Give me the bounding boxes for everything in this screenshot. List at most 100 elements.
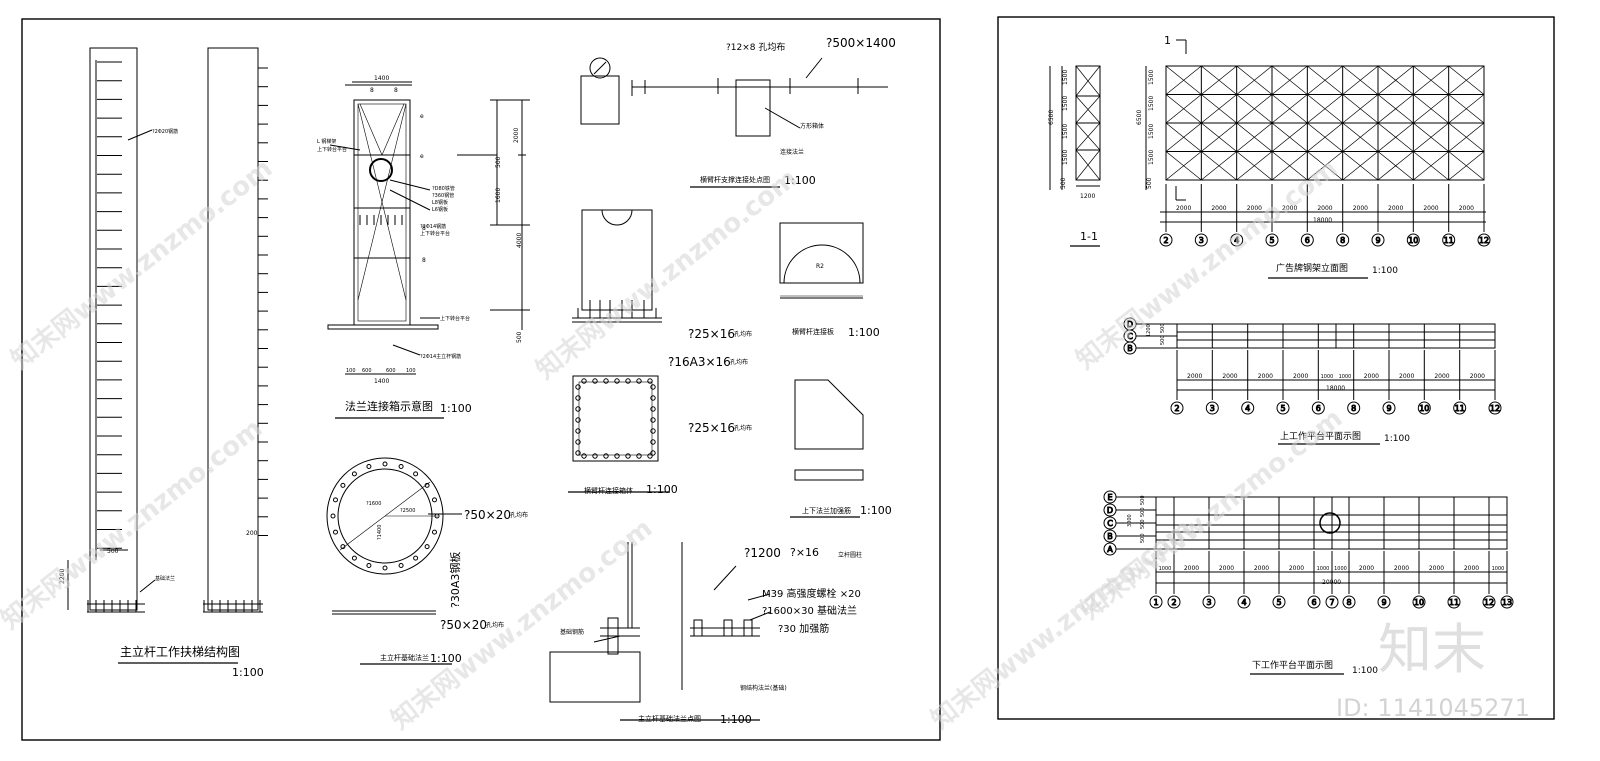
bay-dim: 2000 — [1364, 373, 1379, 380]
flange-mark-4: 8 — [422, 257, 426, 264]
axis-bubble — [1482, 595, 1496, 609]
axis-label: 5 — [1269, 236, 1274, 245]
bay-dim: 2000 — [1317, 205, 1332, 212]
row-label: C — [1107, 519, 1113, 528]
lower-scale: 1:100 — [1352, 666, 1378, 676]
frame-brace — [1448, 65, 1485, 95]
frame-title: 广告牌钢架立面图 — [1276, 262, 1348, 274]
axis-bubble — [1406, 233, 1420, 247]
bolt-hole — [647, 453, 653, 459]
row-bubble — [1103, 529, 1117, 543]
bolt-hole — [650, 439, 656, 445]
axis-bubble — [1477, 233, 1491, 247]
flange-callout-platform2: 上下转台平台 — [420, 230, 450, 237]
frame-brace — [1342, 94, 1379, 124]
bolt-hole — [575, 439, 581, 445]
bay-dim: 1000 — [1492, 566, 1505, 572]
frame-brace — [1307, 151, 1343, 181]
axis-bubble — [1412, 595, 1426, 609]
axis-label: 6 — [1316, 404, 1321, 413]
flange-callout-ladder: L 钢梯架 — [317, 138, 336, 145]
frame-brace — [1165, 122, 1202, 152]
cantilever-size: ?500×1400 — [826, 36, 896, 50]
bay-dim: 2000 — [1459, 205, 1474, 212]
gusset-scale: 1:100 — [860, 504, 892, 517]
frame-brace — [1271, 94, 1308, 124]
upper-title: 上工作平台平面示图 — [1280, 430, 1361, 442]
section-dim-500: 500 — [1060, 177, 1067, 189]
bay-dim: 1000 — [1317, 566, 1330, 572]
lower-title: 下工作平台平面示图 — [1252, 659, 1333, 671]
axis-bubble — [1265, 233, 1279, 247]
axis-label: 8 — [1346, 598, 1351, 607]
section-dim-6500: 6500 — [1048, 110, 1055, 125]
frame-brace — [1201, 151, 1237, 181]
frame-brace — [1165, 151, 1202, 181]
bay-dim: 2000 — [1222, 373, 1237, 380]
flange-dim-4000: 4000 — [516, 233, 523, 248]
bay-dim: 2000 — [1359, 565, 1374, 572]
row-label: A — [1107, 545, 1113, 554]
flange-dim-600a: 600 — [362, 368, 372, 374]
axis-label: 12 — [1484, 598, 1494, 607]
cantilever-scale: 1:100 — [784, 174, 816, 187]
bolt-hole — [614, 453, 620, 459]
circular-flange-title: 主立杆基础法兰 — [380, 653, 429, 662]
axis-label: 11 — [1449, 598, 1459, 607]
bolt-hole — [366, 563, 372, 568]
frame-brace — [1271, 151, 1308, 181]
ladder-title: 主立杆工作扶梯结构图 — [120, 644, 240, 659]
box-holes-side-note: 孔均布 — [734, 424, 752, 432]
bolt-hole — [432, 529, 437, 535]
bolt-hole — [625, 378, 631, 384]
axis-label: 9 — [1386, 404, 1391, 413]
frame-brace — [1377, 94, 1414, 124]
flange-dim-top: 1400 — [374, 75, 389, 82]
bay-dim: 2000 — [1293, 373, 1308, 380]
bolt-hole — [398, 563, 404, 568]
axis-bubble — [1170, 401, 1184, 415]
bolt-hole — [636, 378, 642, 384]
frame-brace — [1413, 94, 1449, 124]
ladder-scale: 1:100 — [232, 666, 264, 679]
ladder-ticks — [258, 67, 268, 536]
watermark-logo: 知末 — [1378, 618, 1486, 681]
axis-bubble — [1382, 401, 1396, 415]
bolt-hole — [398, 464, 404, 469]
bay-dim: 2000 — [1282, 205, 1297, 212]
axis-label: 9 — [1381, 598, 1386, 607]
axis-bubble — [1342, 595, 1356, 609]
flange-hole-note-2: 孔均布 — [486, 621, 504, 629]
foundation-steel: 钢结构法兰(基础) — [740, 684, 787, 692]
axis-label: 4 — [1245, 404, 1250, 413]
gusset-title: 上下法兰加强筋 — [802, 506, 851, 515]
flange-mark-3: 8 — [422, 225, 426, 232]
foundation-flange-drawing — [549, 542, 771, 721]
frame-brace — [1448, 122, 1485, 152]
foundation-title: 主立杆基础法兰点图 — [638, 714, 701, 723]
flange-dim-500b: 500 — [516, 331, 523, 343]
bolt-hole — [351, 471, 357, 477]
frame-dim-1500d: 1500 — [1148, 150, 1155, 165]
bay-dim: 2000 — [1423, 205, 1438, 212]
flange-dia-2500: ?2500 — [400, 508, 415, 514]
flange-hole-size-2: ?50×20 — [440, 618, 487, 632]
bolt-hole — [424, 544, 430, 550]
flange-mark-e2: e — [420, 153, 424, 160]
frame-brace — [1201, 65, 1237, 95]
frame-brace — [1448, 151, 1485, 181]
frame-brace — [1342, 122, 1379, 152]
flange-scale: 1:100 — [440, 402, 472, 415]
axis-label: 3 — [1206, 598, 1211, 607]
lower-row-dim-2: 500 — [1140, 495, 1146, 505]
axis-bubble — [1453, 401, 1467, 415]
bay-dim: 2000 — [1219, 565, 1234, 572]
upper-row-dim-2: 500 — [1160, 323, 1166, 333]
hub-hole-note: 孔均布 — [734, 330, 752, 338]
axis-bubble — [1371, 233, 1385, 247]
axis-bubble — [1307, 595, 1321, 609]
row-bubbles: DCB — [1123, 317, 1177, 355]
